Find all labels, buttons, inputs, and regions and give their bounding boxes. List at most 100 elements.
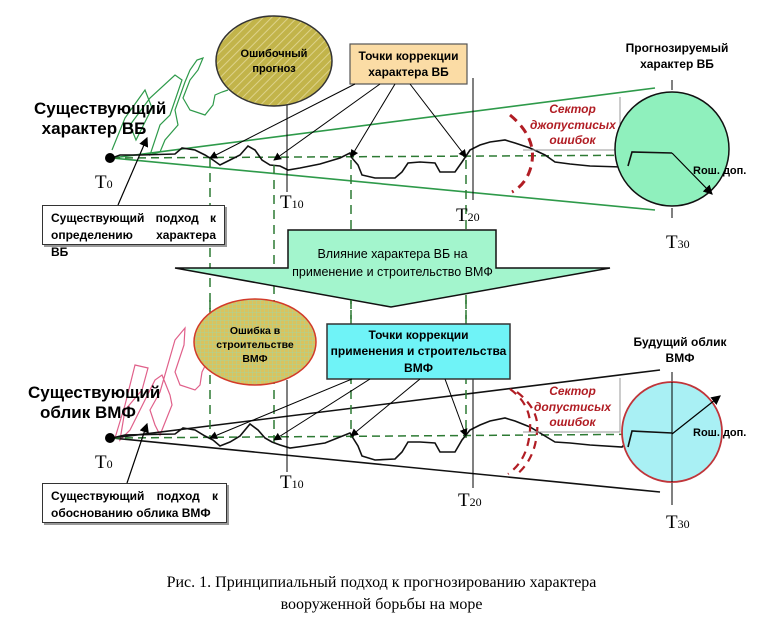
top-approach-line1: Существующий подход к — [51, 211, 216, 225]
bottom-correction-arrow-3 — [350, 378, 421, 437]
bottom-approach-line2: обоснованию облика ВМФ — [51, 505, 211, 520]
t-letter: T — [280, 192, 292, 213]
bottom-t0-label: T0 — [95, 452, 113, 474]
bottom-target-inner-trajectory — [627, 430, 673, 448]
bottom-sector-line2: допустисых — [533, 399, 612, 414]
bottom-start-line2: облик ВМФ — [40, 403, 136, 422]
bottom-approach-line1: Существующий подход к — [51, 489, 218, 503]
bottom-radius-arrow — [671, 395, 721, 435]
bottom-correction-arrow-4 — [444, 378, 468, 437]
top-correction-arrow-2 — [273, 83, 381, 161]
t-index: 30 — [677, 517, 690, 531]
top-approach-arrow — [117, 136, 149, 206]
bottom-sector-label: Сектор допустисых ошибок — [530, 384, 615, 431]
top-baseline-dashed — [111, 154, 681, 159]
top-target-line1: Прогнозируемый — [625, 41, 729, 55]
top-start-dot — [105, 153, 115, 163]
bottom-error-ellipse — [193, 298, 317, 386]
bottom-cone-lower — [111, 437, 661, 493]
top-correction-line1: Точки коррекции — [358, 48, 459, 63]
top-error-line2: прогноз — [252, 63, 296, 75]
t-letter: T — [666, 512, 678, 533]
top-approach-line2: определению характера ВБ — [51, 227, 216, 259]
top-trajectory — [111, 139, 673, 179]
bottom-sector-arc-outer — [507, 388, 532, 475]
top-error-ellipse-label: Ошибочный прогноз — [222, 47, 326, 77]
t-letter: T — [666, 232, 678, 253]
t-letter: T — [95, 452, 107, 473]
bottom-correction-line1: Точки коррекции — [368, 328, 469, 343]
top-target-label: Прогнозируемый характер ВБ — [622, 40, 732, 72]
top-target-inner-trajectory — [627, 151, 673, 167]
bottom-cone-upper — [111, 369, 661, 439]
top-radius-arrow — [671, 152, 713, 195]
bottom-correction-label: Точки коррекции применения и строительст… — [327, 324, 510, 379]
bottom-t10-label: T10 — [280, 472, 304, 494]
figure-caption: Рис. 1. Принципиальный подход к прогнози… — [0, 572, 763, 616]
top-start-label: Существующий характер ВБ — [34, 99, 167, 139]
top-sector-label: Сектор джопустисых ошибок — [530, 102, 616, 149]
caption-line1: Рис. 1. Принципиальный подход к прогнози… — [166, 574, 597, 591]
t-letter: T — [458, 490, 470, 511]
bottom-start-line1: Существующий — [28, 383, 161, 402]
bottom-target-line1: Будущий облик — [633, 335, 727, 349]
top-start-label-line1: Существующий — [34, 99, 167, 118]
top-sector-line2: джопустисых — [530, 117, 616, 132]
bottom-start-dot — [105, 433, 115, 443]
top-correction-line2: характера ВБ — [368, 65, 449, 79]
t-index: 20 — [469, 495, 482, 509]
top-target-line2: характер ВБ — [640, 57, 714, 71]
bottom-t20-label: T20 — [458, 490, 482, 512]
top-correction-box — [349, 43, 468, 85]
top-correction-arrow-4 — [409, 83, 467, 158]
influence-line2: применение и строительство ВМФ — [292, 265, 493, 279]
top-cone-upper — [111, 87, 656, 159]
top-correction-arrow-3 — [350, 83, 396, 158]
t-index: 0 — [106, 177, 113, 191]
top-scribble — [111, 57, 229, 156]
bottom-error-ellipse-label: Ошибка в строительстве ВМФ — [205, 324, 305, 366]
top-sector-arc — [509, 113, 534, 194]
top-t10-label: T10 — [280, 192, 304, 214]
bottom-target-label: Будущий облик ВМФ — [630, 334, 730, 366]
bottom-correction-line2: применения и строительства — [330, 344, 507, 359]
t-index: 10 — [291, 197, 304, 211]
t-letter: T — [280, 472, 292, 493]
bottom-target-line2: ВМФ — [665, 351, 695, 365]
t-index: 30 — [677, 237, 690, 251]
t-index: 0 — [106, 457, 113, 471]
bottom-sector-line3: ошибок — [549, 415, 596, 430]
influence-line1: Влияние характера ВБ на — [317, 247, 468, 261]
bottom-error-line1: Ошибка в — [229, 325, 281, 337]
top-sector-line1: Сектор — [549, 102, 596, 116]
top-error-line1: Ошибочный — [240, 48, 308, 60]
bottom-correction-arrow-1 — [209, 378, 353, 440]
bottom-correction-box — [326, 323, 511, 380]
bottom-trajectory — [111, 417, 673, 461]
bottom-t30-label: T30 — [666, 512, 690, 534]
bottom-error-line3: ВМФ — [242, 353, 268, 365]
bottom-approach-arrow — [126, 422, 149, 484]
top-sector-line3: ошибок — [549, 133, 596, 148]
t-index: 10 — [291, 477, 304, 491]
top-t30-label: T30 — [666, 232, 690, 254]
top-start-label-line2: характер ВБ — [41, 119, 147, 138]
top-cone-lower — [111, 157, 656, 211]
influence-arrow-label: Влияние характера ВБ на применение и стр… — [290, 245, 495, 281]
bottom-start-label: Существующий облик ВМФ — [28, 383, 161, 423]
bottom-error-line2: строительстве — [216, 339, 294, 351]
bottom-panel — [105, 298, 723, 505]
bottom-sector-line1: Сектор — [549, 384, 596, 398]
top-correction-arrow-1 — [209, 83, 356, 159]
influence-arrow — [174, 229, 611, 308]
bottom-sector-bracket — [523, 378, 621, 433]
top-t20-label: T20 — [456, 205, 480, 227]
top-t0-label: T0 — [95, 172, 113, 194]
bottom-baseline-dashed — [111, 433, 681, 439]
bottom-correction-arrow-2 — [273, 378, 371, 441]
top-radius-label: Rош. доп. — [693, 165, 747, 177]
t-letter: T — [456, 205, 468, 226]
caption-line2: вооруженной борьбы на море — [280, 596, 483, 613]
bottom-radius-label: Rош. доп. — [693, 427, 747, 439]
